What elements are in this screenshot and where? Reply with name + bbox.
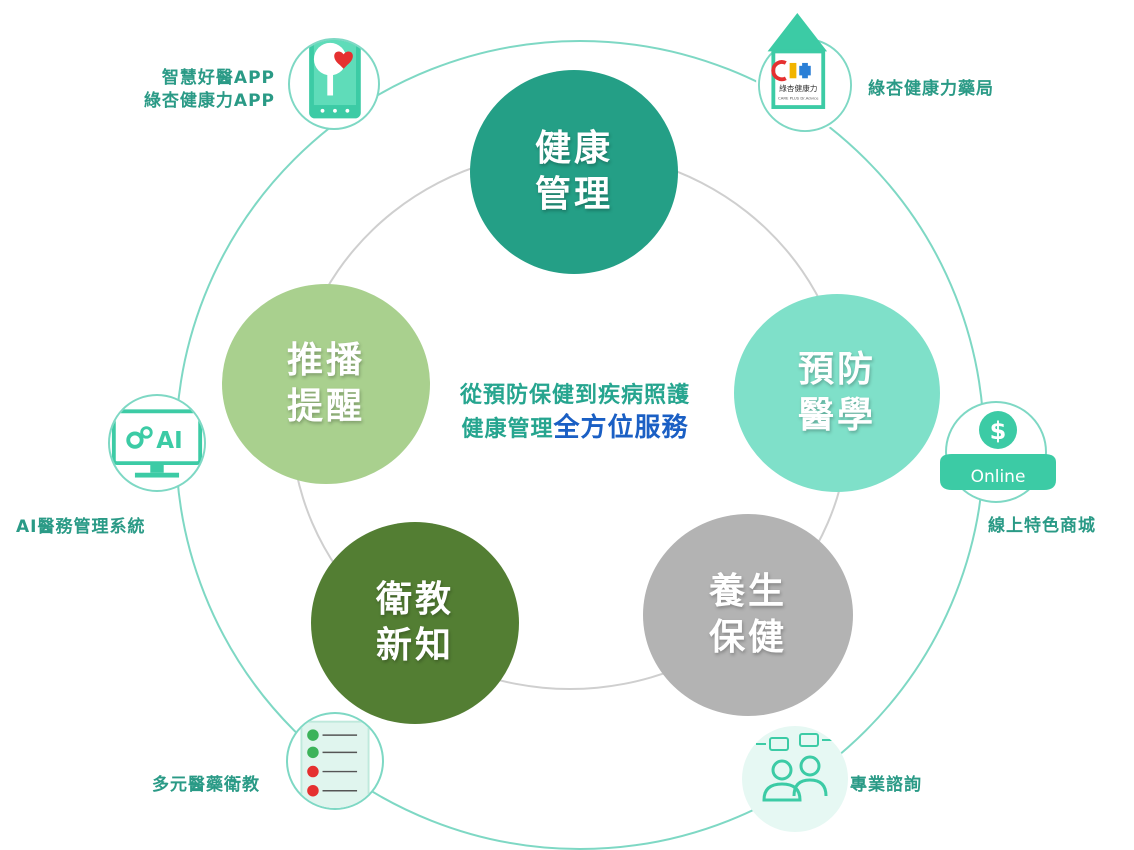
- bubble-line2: 保健: [708, 617, 787, 658]
- bubble-line2: 提醒: [286, 386, 365, 427]
- bubble-line2: 管理: [534, 174, 613, 215]
- drug-education-icon-circle: [286, 712, 384, 810]
- svg-text:$: $: [990, 417, 1007, 445]
- online-icon-text: Online: [971, 467, 1026, 487]
- center-line2: 健康管理全方位服務: [461, 413, 688, 443]
- ai-icon-text: AI: [156, 428, 182, 454]
- consultation-label: 專業諮詢: [850, 775, 922, 795]
- center-slogan: 從預防保健到疾病照護 健康管理全方位服務: [430, 380, 720, 446]
- bubble-push-reminder: 推播 提醒: [222, 284, 430, 484]
- center-line2-prefix: 健康管理: [461, 417, 554, 442]
- bubble-line1: 衛教: [375, 579, 454, 620]
- bubble-preventive-medicine: 預防 醫學: [734, 294, 940, 492]
- center-line1: 從預防保健到疾病照護: [459, 383, 690, 408]
- ai-monitor-icon: AI: [111, 409, 203, 478]
- bubble-line2: 新知: [375, 625, 454, 666]
- pharmacy-icon-circle: 綠杏健康力 CARE PLUS Dr.Advice: [756, 13, 854, 134]
- ai-system-label: AI醫務管理系統: [16, 517, 146, 537]
- smartphone-heart-icon: [309, 40, 361, 119]
- bubble-line2: 醫學: [797, 395, 876, 436]
- app-icon-circle: [288, 38, 380, 130]
- bubble-line1: 推播: [286, 340, 365, 381]
- consultation-people-icon: [756, 733, 832, 802]
- pharmacy-logo-sub: CARE PLUS Dr.Advice: [778, 95, 819, 100]
- ai-system-icon-circle: AI: [108, 394, 206, 492]
- online-store-label: 線上特色商城: [988, 516, 1096, 536]
- bubble-health-education: 衛教 新知: [311, 522, 519, 724]
- pharmacy-label: 綠杏健康力藥局: [868, 79, 994, 99]
- bubble-line1: 養生: [708, 571, 787, 612]
- pharmacy-house-icon: 綠杏健康力 CARE PLUS Dr.Advice: [758, 13, 852, 132]
- checklist-icon: [300, 720, 370, 808]
- app-label: 智慧好醫APP 綠杏健康力APP: [130, 67, 275, 113]
- center-line2-highlight: 全方位服務: [553, 413, 689, 443]
- bubble-line1: 預防: [797, 349, 876, 390]
- bubble-line1: 健康: [534, 128, 613, 169]
- consultation-icon-circle: [742, 726, 848, 832]
- bubble-wellness: 養生 保健: [643, 514, 853, 716]
- bubble-health-management: 健康 管理: [470, 70, 678, 274]
- app-label-line1: 智慧好醫APP: [161, 68, 275, 88]
- pharmacy-logo-text: 綠杏健康力: [779, 83, 817, 93]
- drug-education-label: 多元醫藥衛教: [152, 775, 260, 795]
- online-shop-icon: $ Online: [940, 401, 1056, 503]
- online-store-icon-circle: $ Online: [940, 400, 1056, 504]
- app-label-line2: 綠杏健康力APP: [143, 91, 275, 111]
